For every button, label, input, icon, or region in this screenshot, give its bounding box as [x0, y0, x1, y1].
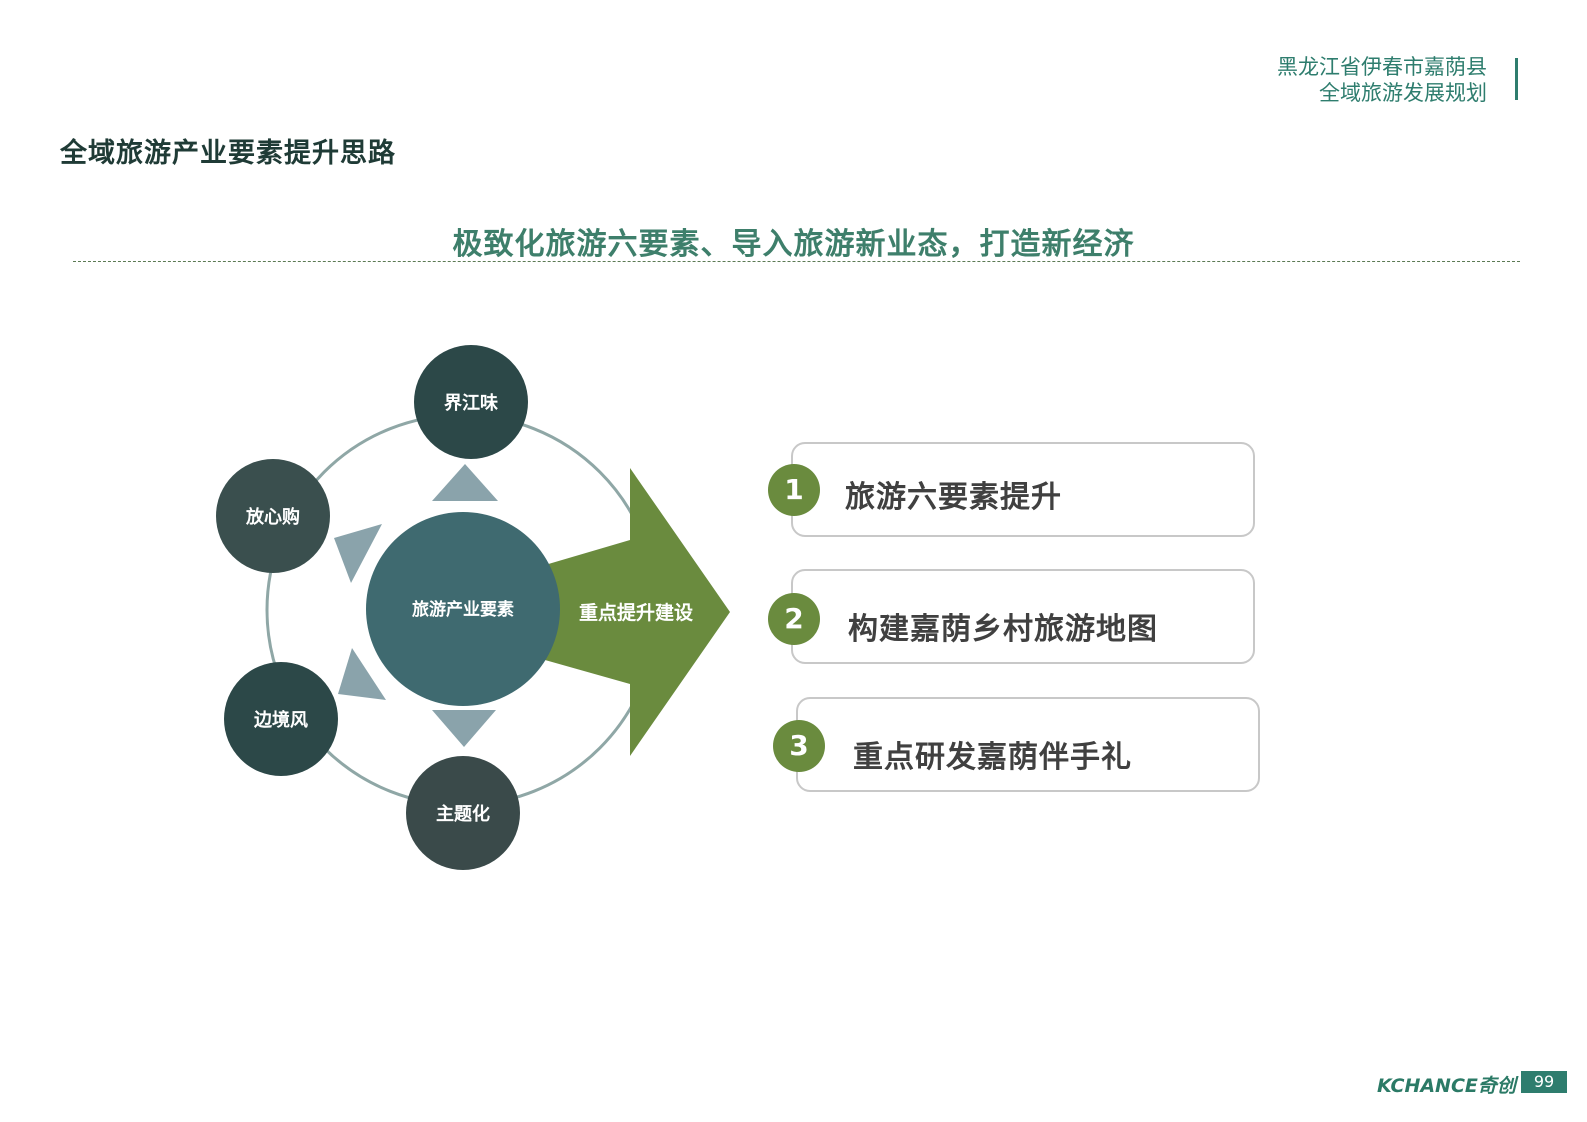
- node-label-upper-left: 放心购: [245, 506, 300, 528]
- header-line-1: 黑龙江省伊春市嘉荫县: [1277, 55, 1487, 79]
- item-number-3: 3: [773, 720, 825, 772]
- focus-arrow: [545, 468, 730, 756]
- page-number: 99: [1521, 1071, 1567, 1093]
- node-circle-top: [414, 345, 528, 459]
- triangle-down: [432, 710, 496, 747]
- arrow-label: 重点提升建设: [579, 601, 693, 624]
- item-number-1: 1: [768, 464, 820, 516]
- node-label-lower-left: 边境风: [253, 709, 308, 731]
- node-circle-bottom: [406, 756, 520, 870]
- node-circle-lower-left: [224, 662, 338, 776]
- page-title: 全域旅游产业要素提升思路: [60, 138, 396, 169]
- item-number-2: 2: [768, 593, 820, 645]
- item-text-3: 重点研发嘉荫伴手礼: [853, 740, 1132, 775]
- triangle-up: [432, 464, 498, 501]
- node-circle-upper-left: [216, 459, 330, 573]
- item-card-1: [791, 442, 1255, 537]
- triangle-lower-left: [338, 648, 386, 700]
- item-card-3: [796, 697, 1260, 792]
- item-card-2: [791, 569, 1255, 664]
- kchance-logo: KCHANCE奇创: [1377, 1075, 1516, 1097]
- subtitle: 极致化旅游六要素、导入旅游新业态，打造新经济: [452, 227, 1135, 262]
- center-label: 旅游产业要素: [412, 599, 514, 620]
- header-divider: [1515, 58, 1518, 100]
- center-circle: [366, 512, 560, 706]
- item-text-1: 旅游六要素提升: [845, 480, 1062, 515]
- node-label-top: 界江味: [444, 393, 498, 414]
- node-label-bottom: 主题化: [436, 803, 490, 825]
- header-line-2: 全域旅游发展规划: [1319, 81, 1487, 105]
- triangle-upper-left: [334, 524, 382, 583]
- subtitle-rule: [73, 261, 1520, 262]
- item-text-2: 构建嘉荫乡村旅游地图: [848, 612, 1158, 647]
